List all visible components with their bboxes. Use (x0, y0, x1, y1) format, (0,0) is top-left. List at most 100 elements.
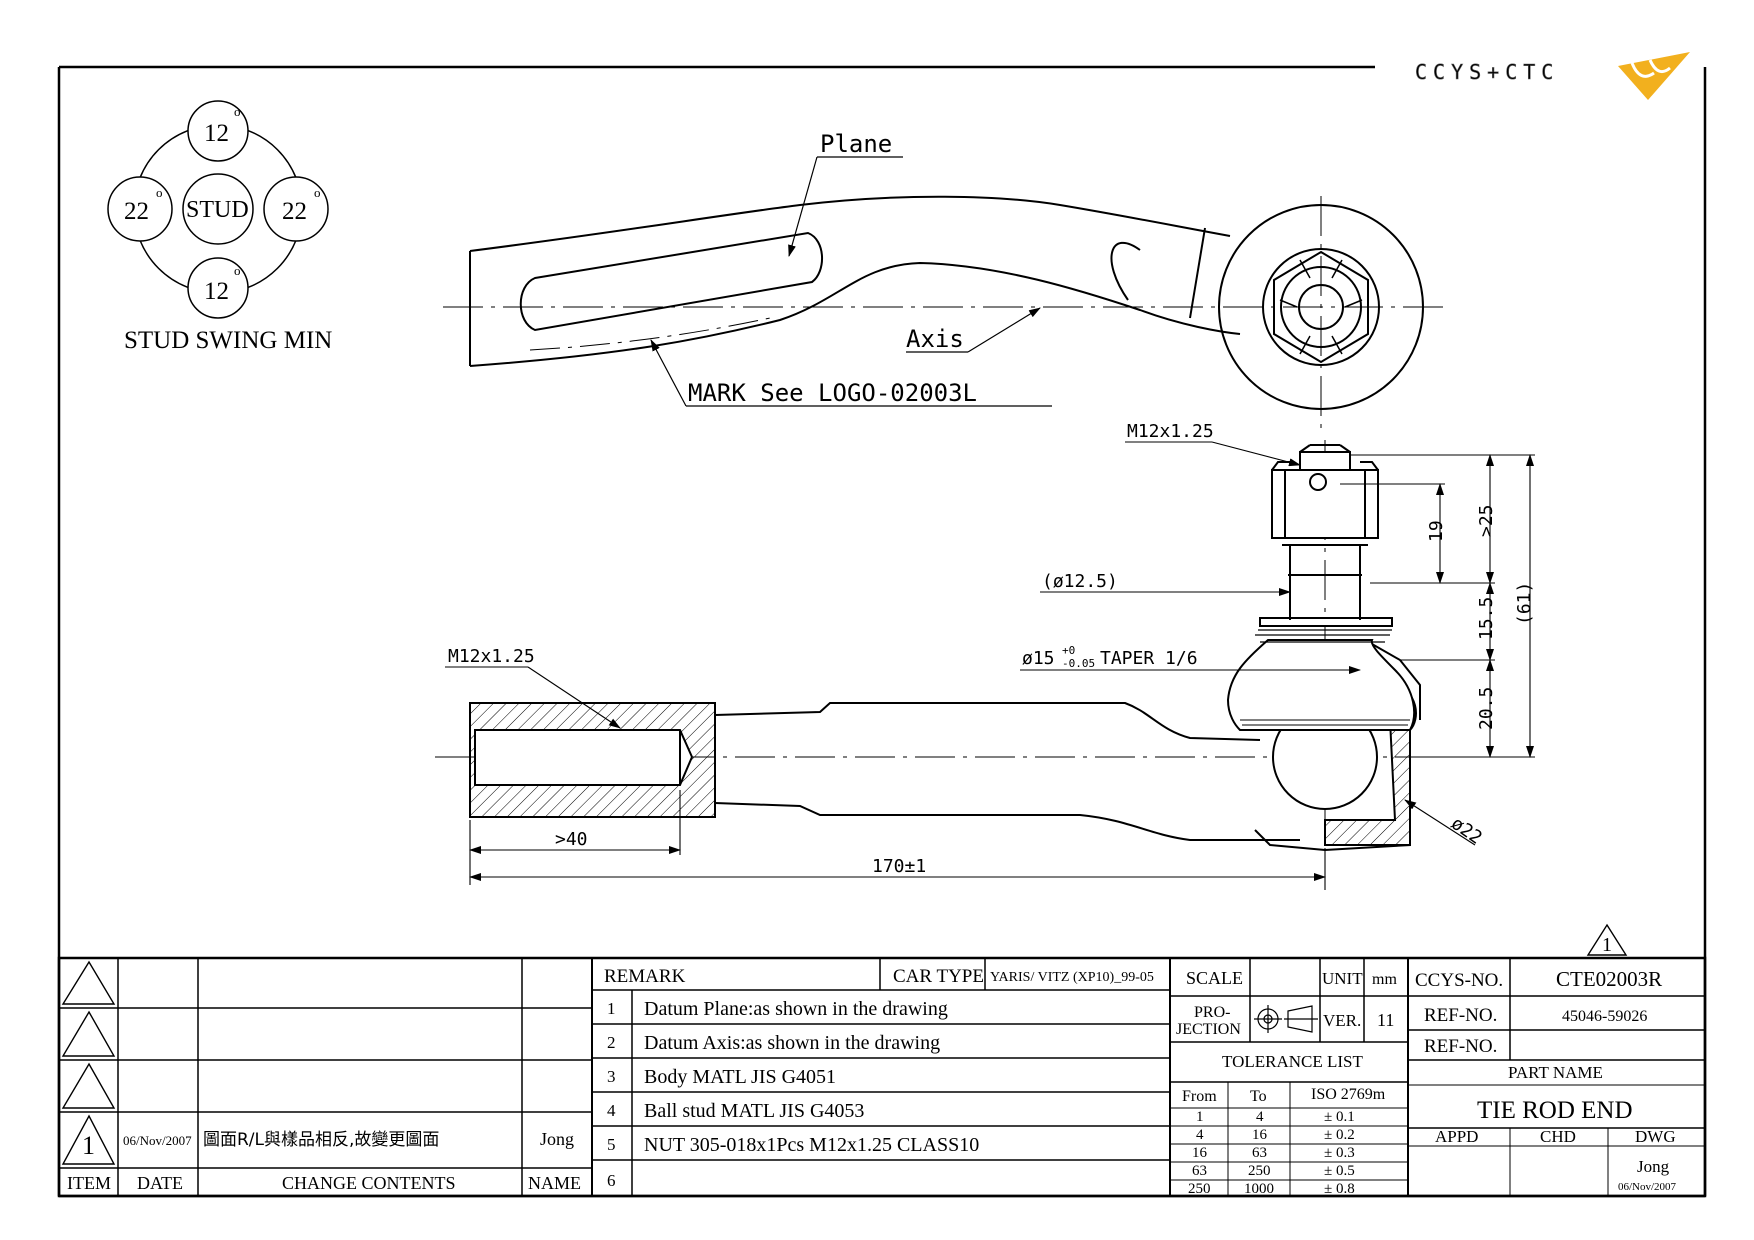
swing-top-degree: o (234, 104, 241, 119)
remark-no-3: 3 (607, 1067, 616, 1086)
tol-header-iso: ISO 2769m (1311, 1086, 1386, 1103)
swing-center-label: STUD (186, 197, 249, 223)
thread-top-label: M12x1.25 (1127, 421, 1214, 442)
tol-value-4: ± 0.5 (1324, 1163, 1355, 1179)
remark-title: REMARK (604, 966, 686, 987)
header-date: DATE (137, 1173, 183, 1193)
diameter-12-5-label: (ø12.5) (1042, 571, 1118, 592)
chd-label: CHD (1540, 1127, 1576, 1146)
remark-text-1: Datum Plane:as shown in the drawing (644, 998, 948, 1020)
tol-to-3: 63 (1252, 1145, 1267, 1161)
unit-label: UNIT (1322, 969, 1363, 988)
dim-40-label: >40 (555, 829, 588, 850)
ver-value: 11 (1377, 1010, 1394, 1030)
tol-value-3: ± 0.3 (1324, 1145, 1355, 1161)
header-name: NAME (528, 1173, 581, 1193)
remark-no-2: 2 (607, 1033, 616, 1052)
thread-body-label: M12x1.25 (448, 646, 535, 667)
tol-from-2: 4 (1196, 1127, 1204, 1143)
swing-left-degree: o (156, 185, 163, 200)
header-change-contents: CHANGE CONTENTS (282, 1173, 456, 1193)
car-type-value: YARIS/ VITZ (XP10)_99-05 (990, 970, 1154, 985)
dim-61-label: (61) (1514, 582, 1535, 625)
ccys-no-label: CCYS-NO. (1415, 970, 1503, 991)
side-view (435, 440, 1440, 880)
projection-symbol (1254, 1005, 1318, 1033)
projection-label-1: PRO- (1194, 1004, 1230, 1021)
remark-no-4: 4 (607, 1101, 616, 1120)
plane-label: Plane (820, 130, 892, 158)
remark-text-4: Ball stud MATL JIS G4053 (644, 1100, 864, 1122)
revision-item-1: 1 (82, 1131, 95, 1160)
appd-label: APPD (1435, 1127, 1478, 1146)
dim-25-label: >25 (1476, 504, 1497, 537)
taper-diameter-label: ø15 (1022, 648, 1055, 669)
revision-table-triangles (61, 960, 116, 1165)
ref-no-value: 45046-59026 (1562, 1008, 1647, 1025)
dim-19-label: 19 (1426, 520, 1447, 542)
swing-bottom-value: 12 (204, 278, 229, 305)
swing-bottom-degree: o (234, 263, 241, 278)
company-logo: CCYS+CTC (1415, 52, 1690, 100)
remark-no-6: 6 (607, 1171, 616, 1190)
tol-value-1: ± 0.1 (1324, 1109, 1355, 1125)
remark-no-1: 1 (607, 999, 616, 1018)
title-block-grid (57, 956, 1707, 1198)
ref-no2-label: REF-NO. (1424, 1036, 1497, 1057)
ref-no-label: REF-NO. (1424, 1005, 1497, 1026)
logo-text: CCYS+CTC (1415, 60, 1559, 84)
revision-date-1: 06/Nov/2007 (123, 1133, 192, 1148)
remark-text-2: Datum Axis:as shown in the drawing (644, 1032, 940, 1054)
dim-170-label: 170±1 (872, 856, 926, 877)
tolerance-title: TOLERANCE LIST (1222, 1052, 1363, 1071)
scale-label: SCALE (1186, 968, 1243, 988)
mark-label: MARK See LOGO-02003L (688, 379, 977, 407)
swing-top-value: 12 (204, 120, 229, 147)
projection-label-2: JECTION (1176, 1021, 1241, 1038)
tol-value-2: ± 0.2 (1324, 1127, 1355, 1143)
tol-from-4: 63 (1192, 1163, 1207, 1179)
part-name-value: TIE ROD END (1477, 1097, 1633, 1124)
tol-from-1: 1 (1196, 1109, 1204, 1125)
ccys-no-value: CTE02003R (1556, 967, 1662, 991)
tol-from-5: 250 (1188, 1181, 1211, 1197)
swing-right-degree: o (314, 185, 321, 200)
tol-to-2: 16 (1252, 1127, 1268, 1143)
remark-no-5: 5 (607, 1135, 616, 1154)
ver-label: VER. (1323, 1011, 1361, 1030)
revision-mark: 1 (1586, 923, 1628, 956)
car-type-label: CAR TYPE (893, 966, 984, 987)
taper-sup-label: +0 (1062, 644, 1075, 657)
dwg-date: 06/Nov/2007 (1618, 1181, 1677, 1193)
side-view-dimensions (445, 441, 1535, 890)
remark-text-3: Body MATL JIS G4051 (644, 1066, 836, 1088)
revision-content-1: 圖面R/L與樣品相反,故變更圖面 (203, 1130, 439, 1150)
dim-15-5-label: 15.5 (1476, 597, 1497, 640)
tol-to-4: 250 (1248, 1163, 1271, 1179)
tol-to-1: 4 (1256, 1109, 1264, 1125)
header-item: ITEM (67, 1173, 111, 1193)
tol-to-5: 1000 (1244, 1181, 1274, 1197)
unit-value: mm (1372, 971, 1397, 988)
dim-20-5-label: 20.5 (1476, 687, 1497, 730)
taper-text-label: TAPER 1/6 (1100, 648, 1198, 669)
remark-text-5: NUT 305-018x1Pcs M12x1.25 CLASS10 (644, 1134, 979, 1156)
tol-from-3: 16 (1192, 1145, 1208, 1161)
taper-sub-label: -0.05 (1062, 657, 1095, 670)
swing-left-value: 22 (124, 198, 149, 225)
tol-value-5: ± 0.8 (1324, 1181, 1355, 1197)
tol-header-to: To (1250, 1088, 1267, 1105)
part-name-label: PART NAME (1508, 1063, 1603, 1082)
stud-swing-diagram (107, 100, 329, 319)
top-view (443, 195, 1445, 430)
swing-caption: STUD SWING MIN (124, 327, 332, 354)
revision-mark-number: 1 (1602, 934, 1612, 956)
axis-label: Axis (906, 325, 964, 353)
swing-right-value: 22 (282, 198, 307, 225)
tol-header-from: From (1182, 1088, 1217, 1105)
revision-name-1: Jong (540, 1129, 574, 1149)
top-view-leaders (650, 156, 1052, 407)
dwg-label: DWG (1635, 1127, 1676, 1146)
dwg-name: Jong (1637, 1157, 1670, 1176)
